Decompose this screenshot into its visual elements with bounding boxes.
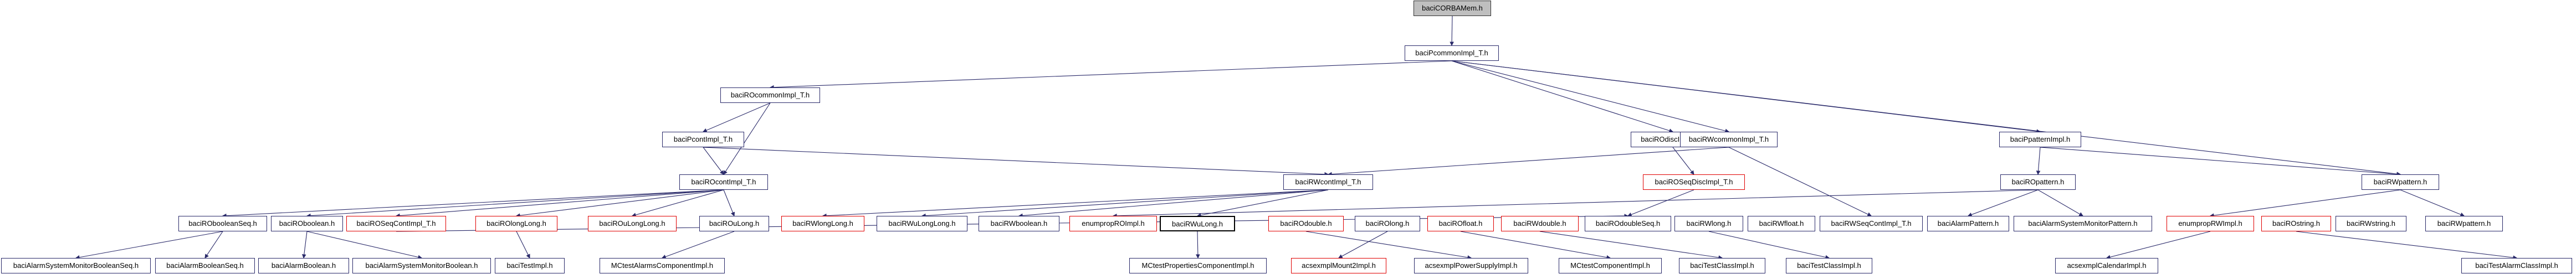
graph-node[interactable]: baciRWcommonImpl_T.h [1680, 132, 1778, 147]
graph-node[interactable]: baciRWpattern.h [2362, 174, 2439, 190]
graph-node[interactable]: baciPcommonImpl_T.h [1405, 45, 1499, 61]
graph-node[interactable]: baciAlarmPattern.h [1927, 216, 2009, 231]
graph-node[interactable]: acsexmplPowerSupplyImpl.h [1414, 258, 1528, 273]
graph-node[interactable]: baciRWboolean.h [979, 216, 1059, 231]
graph-edge [1327, 147, 1729, 177]
graph-edge [1196, 231, 1200, 259]
graph-node[interactable]: baciROboolean.h [271, 216, 343, 231]
graph-node[interactable]: acsexmplCalendarImpl.h [2055, 258, 2158, 273]
graph-edge [75, 231, 223, 260]
graph-node[interactable]: baciROstring.h [2261, 216, 2331, 231]
graph-edge [2040, 147, 2401, 177]
graph-edge [703, 147, 1329, 177]
graph-edge [1672, 147, 1694, 175]
graph-edge [301, 231, 308, 259]
graph-node[interactable]: baciTestAlarmClassImpl.h [2461, 258, 2572, 273]
graph-node[interactable]: MCtestAlarmsComponentImpl.h [600, 258, 725, 273]
graph-node[interactable]: baciTestImpl.h [495, 258, 565, 273]
graph-node[interactable]: enumpropRWImpl.h [2167, 216, 2254, 231]
graph-node[interactable]: baciRWlongLong.h [781, 216, 864, 231]
graph-node[interactable]: baciROdoubleSeq.h [1585, 216, 1671, 231]
graph-edge [1539, 231, 1723, 260]
graph-node[interactable]: acsexmplMount2Impl.h [1291, 258, 1386, 273]
graph-node[interactable]: MCtestComponentImpl.h [1559, 258, 1662, 273]
graph-edge [1627, 189, 1694, 217]
graph-node[interactable]: baciRObooleanSeq.h [178, 216, 267, 231]
graph-edge [702, 102, 771, 132]
graph-edge [1460, 231, 1611, 260]
graph-edge [516, 231, 530, 259]
graph-edge [222, 189, 724, 218]
graph-edge [1112, 189, 2039, 218]
graph-node[interactable]: baciROlong.h [1355, 216, 1420, 231]
graph-edge [515, 189, 724, 218]
graph-node[interactable]: baciPpatternImpl.h [1999, 132, 2081, 147]
graph-node[interactable]: baciRWlong.h [1674, 216, 1743, 231]
graph-edge [1196, 189, 1329, 218]
graph-edge [769, 60, 1452, 90]
graph-node[interactable]: MCtestPropertiesComponentImpl.h [1129, 258, 1267, 273]
graph-node[interactable]: baciROlongLong.h [475, 216, 557, 231]
graph-node[interactable]: baciROdouble.h [1268, 216, 1344, 231]
graph-edge [723, 189, 735, 217]
graph-edge [2036, 147, 2041, 175]
graph-node[interactable]: baciAlarmBooleanSeq.h [155, 258, 255, 273]
graph-edge [1451, 60, 1730, 133]
graph-edge [306, 189, 724, 218]
graph-edge [1451, 60, 1674, 133]
graph-node[interactable]: enumpropROImpl.h [1069, 216, 1157, 231]
graph-node[interactable]: baciPcontImpl_T.h [662, 132, 744, 147]
graph-edge [661, 231, 735, 259]
graph-node[interactable]: baciROpattern.h [2000, 174, 2076, 190]
graph-edge [306, 231, 423, 260]
graph-node[interactable]: baciRWfloat.h [1748, 216, 1815, 231]
graph-edge [204, 231, 223, 259]
graph-edge [2400, 189, 2465, 217]
graph-node[interactable]: baciRWuLongLong.h [877, 216, 967, 231]
graph-edge [1305, 231, 1472, 260]
graph-edge [1338, 231, 1388, 259]
graph-node[interactable]: baciROcommonImpl_T.h [720, 87, 820, 103]
graph-edge [822, 189, 1329, 218]
graph-node[interactable]: baciRWSeqContImpl_T.h [1820, 216, 1923, 231]
graph-node[interactable]: baciCORBAMem.h [1414, 1, 1491, 16]
graph-node[interactable]: baciRWpattern.h [2425, 216, 2503, 231]
graph-node[interactable]: baciRWcontImpl_T.h [1283, 174, 1373, 190]
graph-edge [2296, 231, 2518, 260]
graph-node[interactable]: baciROuLong.h [699, 216, 769, 231]
graph-node[interactable]: baciROuLongLong.h [588, 216, 677, 231]
graph-edge [2209, 189, 2401, 218]
graph-node[interactable]: baciROcontImpl_T.h [679, 174, 768, 190]
graph-node[interactable]: baciTestClassImpl.h [1679, 258, 1765, 273]
graph-node[interactable]: baciRWuLong.h [1160, 216, 1235, 231]
graph-node[interactable]: baciAlarmSystemMonitorBooleanSeq.h [1, 258, 151, 273]
graph-edge [921, 189, 1329, 218]
graph-edge [1728, 147, 1872, 216]
graph-node[interactable]: baciAlarmSystemMonitorBoolean.h [352, 258, 491, 273]
graph-edge [703, 147, 724, 175]
graph-node[interactable]: baciTestClassImpl.h [1786, 258, 1872, 273]
graph-node[interactable]: baciRWstring.h [2336, 216, 2406, 231]
graph-node[interactable]: baciAlarmSystemMonitorPattern.h [2014, 216, 2152, 231]
graph-node[interactable]: baciROSeqContImpl_T.h [346, 216, 446, 231]
graph-node[interactable]: baciROfloat.h [1427, 216, 1494, 231]
graph-edge [631, 189, 724, 217]
graph-node[interactable]: baciAlarmBoolean.h [258, 258, 349, 273]
graph-edge [1451, 60, 2041, 134]
graph-edge [395, 189, 724, 218]
graph-edge [2106, 231, 2211, 260]
graph-edge [1018, 189, 1329, 218]
graph-edge [1708, 231, 1830, 260]
graph-edge [2037, 189, 2083, 216]
graph-edge [1967, 189, 2039, 217]
graph-node[interactable]: baciRWdouble.h [1501, 216, 1579, 231]
graph-edge [1451, 60, 2401, 177]
graph-node[interactable]: baciROSeqDiscImpl_T.h [1643, 174, 1745, 190]
